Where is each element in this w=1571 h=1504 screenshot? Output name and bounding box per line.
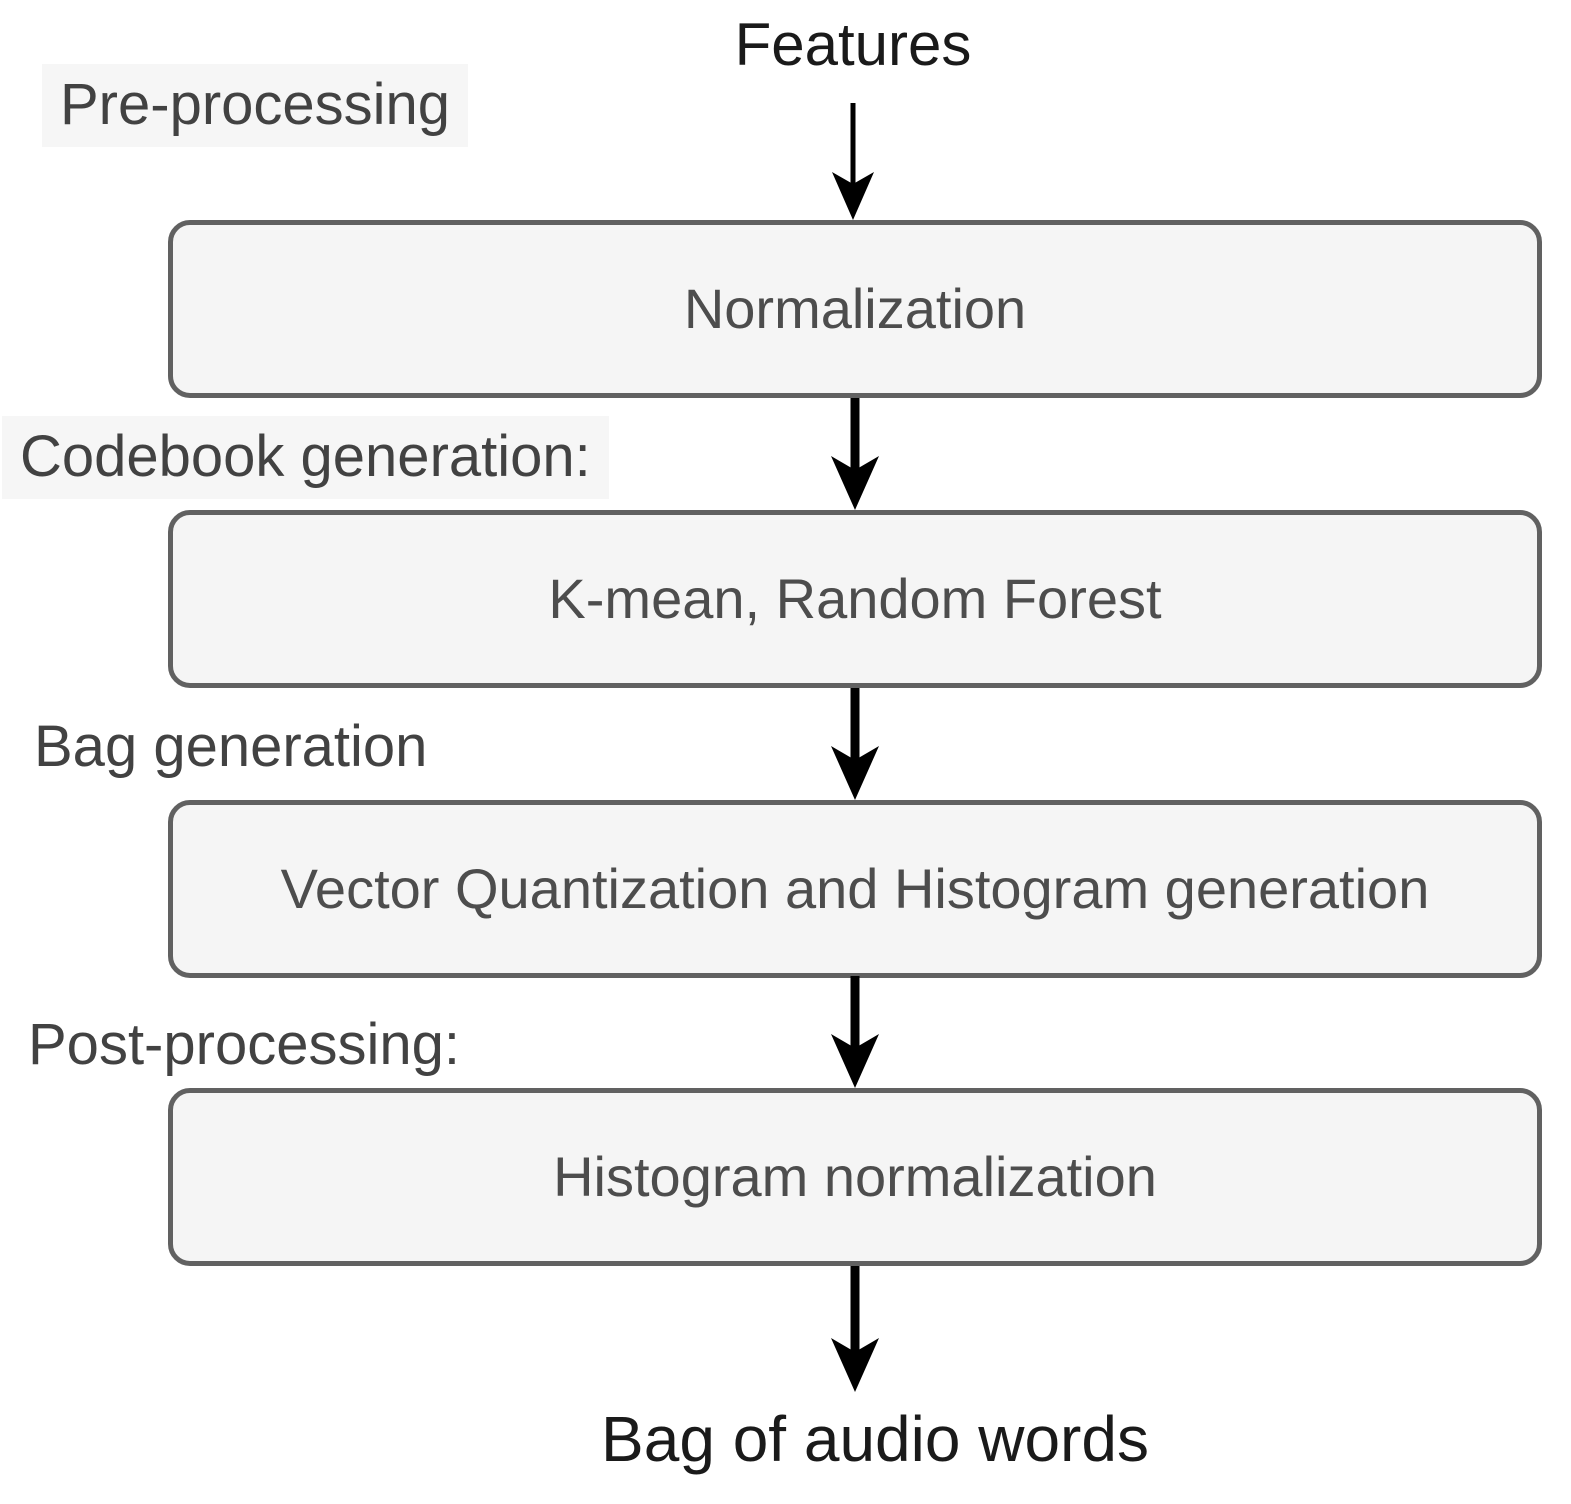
phase-label-pre-processing: Pre-processing [42,64,469,147]
arrow-features-to-normalization [832,103,874,220]
arrow-vector-quantization-to-histogram-normalization [831,976,879,1088]
step-box-vector-quantization-label: Vector Quantization and Histogram genera… [280,857,1430,921]
arrow-kmean-to-vector-quantization [831,688,879,800]
input-label: Features [734,11,972,78]
step-box-normalization-label: Normalization [683,277,1027,341]
step-box-kmean-random-forest-label: K-mean, Random Forest [548,567,1162,631]
phase-label-bag-generation: Bag generation [34,714,428,779]
step-box-histogram-normalization: Histogram normalization [168,1088,1542,1266]
step-box-histogram-normalization-label: Histogram normalization [553,1145,1157,1209]
step-box-vector-quantization: Vector Quantization and Histogram genera… [168,800,1542,978]
phase-label-codebook-generation: Codebook generation: [2,416,609,499]
step-box-normalization: Normalization [168,220,1542,398]
arrow-histogram-normalization-to-output [831,1266,879,1392]
arrow-normalization-to-kmean [831,398,879,510]
step-box-kmean-random-forest: K-mean, Random Forest [168,510,1542,688]
output-label: Bag of audio words [601,1403,1149,1475]
phase-label-post-processing: Post-processing: [28,1012,460,1077]
